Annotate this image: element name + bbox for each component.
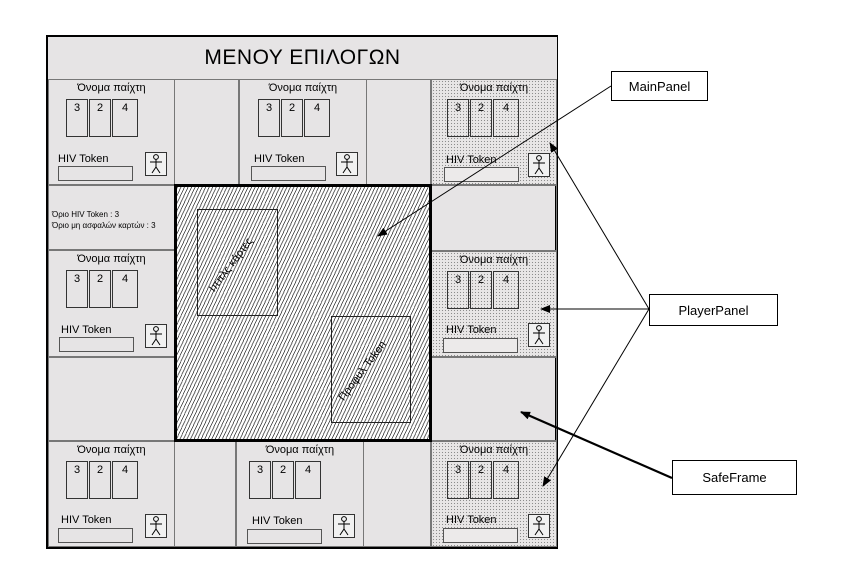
card[interactable]: 4: [112, 99, 138, 137]
callout-safe-frame-label: SafeFrame: [702, 470, 767, 485]
player-cards: 3 2 4: [66, 270, 139, 308]
hiv-token-label: HIV Token: [446, 514, 497, 526]
hiv-limit-text: Όριο HIV Token : 3: [52, 210, 120, 219]
hiv-token-label: HIV Token: [446, 154, 497, 166]
card[interactable]: 3: [249, 461, 271, 499]
stick-figure-icon[interactable]: [333, 514, 355, 538]
card[interactable]: 3: [66, 270, 88, 308]
card[interactable]: 2: [470, 461, 492, 499]
hiv-token-field[interactable]: [443, 528, 518, 543]
player-panel-bottom-left[interactable]: Όνομα παίχτη 3 2 4 HIV Token: [48, 441, 175, 547]
arrow-player-panel-top: [549, 142, 650, 310]
hiv-token-field[interactable]: [444, 167, 519, 182]
hiv-token-field[interactable]: [58, 166, 133, 181]
menu-title: ΜΕΝΟΥ ΕΠΙΛΟΓΩΝ: [204, 46, 401, 69]
menu-bar[interactable]: ΜΕΝΟΥ ΕΠΙΛΟΓΩΝ: [48, 37, 557, 80]
player-name-label: Όνομα παίχτη: [459, 254, 529, 266]
card[interactable]: 4: [295, 461, 321, 499]
player-name-label: Όνομα παίχτη: [265, 444, 335, 456]
player-name-label: Όνομα παίχτη: [459, 82, 529, 94]
unsafe-cards-limit-text: Όριο μη ασφαλών καρτών : 3: [52, 221, 156, 230]
card[interactable]: 2: [89, 99, 111, 137]
player-name-label: Όνομα παίχτη: [77, 82, 146, 94]
main-panel[interactable]: Ιππλς κάρτες Προφυλ Token: [174, 184, 432, 442]
card[interactable]: 4: [493, 461, 519, 499]
callout-player-panel-label: PlayerPanel: [678, 302, 749, 318]
card[interactable]: 3: [66, 99, 88, 137]
player-panel-right[interactable]: Όνομα παίχτη 3 2 4 HIV Token: [431, 251, 557, 357]
stick-figure-icon[interactable]: [145, 324, 167, 348]
hiv-token-field[interactable]: [59, 337, 134, 352]
stick-figure-icon[interactable]: [528, 323, 550, 347]
card[interactable]: 4: [112, 270, 138, 308]
player-cards: 3 2 4: [447, 461, 520, 499]
hiv-token-label: HIV Token: [58, 153, 109, 165]
player-cards: 3 2 4: [66, 461, 139, 499]
hiv-token-field[interactable]: [58, 528, 133, 543]
player-name-label: Όνομα παίχτη: [268, 82, 338, 94]
player-name-label: Όνομα παίχτη: [77, 253, 146, 265]
arrow-player-panel-bottom: [542, 308, 650, 487]
card[interactable]: 2: [470, 271, 492, 309]
card[interactable]: 2: [281, 99, 303, 137]
deck-area[interactable]: [197, 209, 278, 316]
card[interactable]: 2: [470, 99, 492, 137]
card[interactable]: 4: [493, 99, 519, 137]
card[interactable]: 3: [447, 99, 469, 137]
player-cards: 3 2 4: [447, 99, 520, 137]
hiv-token-label: HIV Token: [61, 514, 112, 526]
hiv-token-label: HIV Token: [252, 515, 303, 527]
card[interactable]: 2: [89, 270, 111, 308]
hiv-token-label: HIV Token: [446, 324, 497, 336]
player-name-label: Όνομα παίχτη: [459, 444, 529, 456]
stick-figure-icon[interactable]: [145, 514, 167, 538]
callout-main-panel-label: MainPanel: [628, 78, 691, 94]
card[interactable]: 2: [272, 461, 294, 499]
stick-figure-icon[interactable]: [528, 514, 550, 538]
player-name-label: Όνομα παίχτη: [77, 444, 146, 456]
player-cards: 3 2 4: [66, 99, 139, 137]
card[interactable]: 3: [447, 461, 469, 499]
hiv-token-label: HIV Token: [61, 324, 112, 336]
card[interactable]: 2: [89, 461, 111, 499]
card[interactable]: 3: [66, 461, 88, 499]
player-cards: 3 2 4: [249, 461, 322, 499]
callout-main-panel: MainPanel: [611, 71, 708, 101]
hiv-token-field[interactable]: [247, 529, 322, 544]
tokens-area[interactable]: [331, 316, 411, 423]
player-panel-top-middle[interactable]: Όνομα παίχτη 3 2 4 HIV Token: [239, 79, 367, 185]
card[interactable]: 4: [304, 99, 330, 137]
card[interactable]: 3: [447, 271, 469, 309]
callout-player-panel: PlayerPanel: [649, 294, 778, 326]
player-cards: 3 2 4: [447, 271, 520, 309]
hiv-token-label: HIV Token: [254, 153, 305, 165]
card[interactable]: 4: [112, 461, 138, 499]
callout-safe-frame: SafeFrame: [672, 460, 797, 495]
player-panel-bottom-right[interactable]: Όνομα παίχτη 3 2 4 HIV Token: [431, 441, 557, 547]
arrow-main-panel: [377, 85, 612, 237]
player-panel-top-left[interactable]: Όνομα παίχτη 3 2 4 HIV Token: [48, 79, 175, 185]
hiv-token-field[interactable]: [251, 166, 326, 181]
player-cards: 3 2 4: [258, 99, 331, 137]
stick-figure-icon[interactable]: [336, 152, 358, 176]
player-panel-top-right[interactable]: Όνομα παίχτη 3 2 4 HIV Token: [431, 79, 557, 185]
arrow-safe-frame: [520, 410, 673, 480]
card[interactable]: 4: [493, 271, 519, 309]
card[interactable]: 3: [258, 99, 280, 137]
hiv-token-field[interactable]: [443, 338, 518, 353]
player-panel-bottom-middle[interactable]: Όνομα παίχτη 3 2 4 HIV Token: [236, 441, 364, 547]
stick-figure-icon[interactable]: [528, 153, 550, 177]
stick-figure-icon[interactable]: [145, 152, 167, 176]
limits-info: Όριο HIV Token : 3 Όριο μη ασφαλών καρτώ…: [52, 209, 156, 231]
